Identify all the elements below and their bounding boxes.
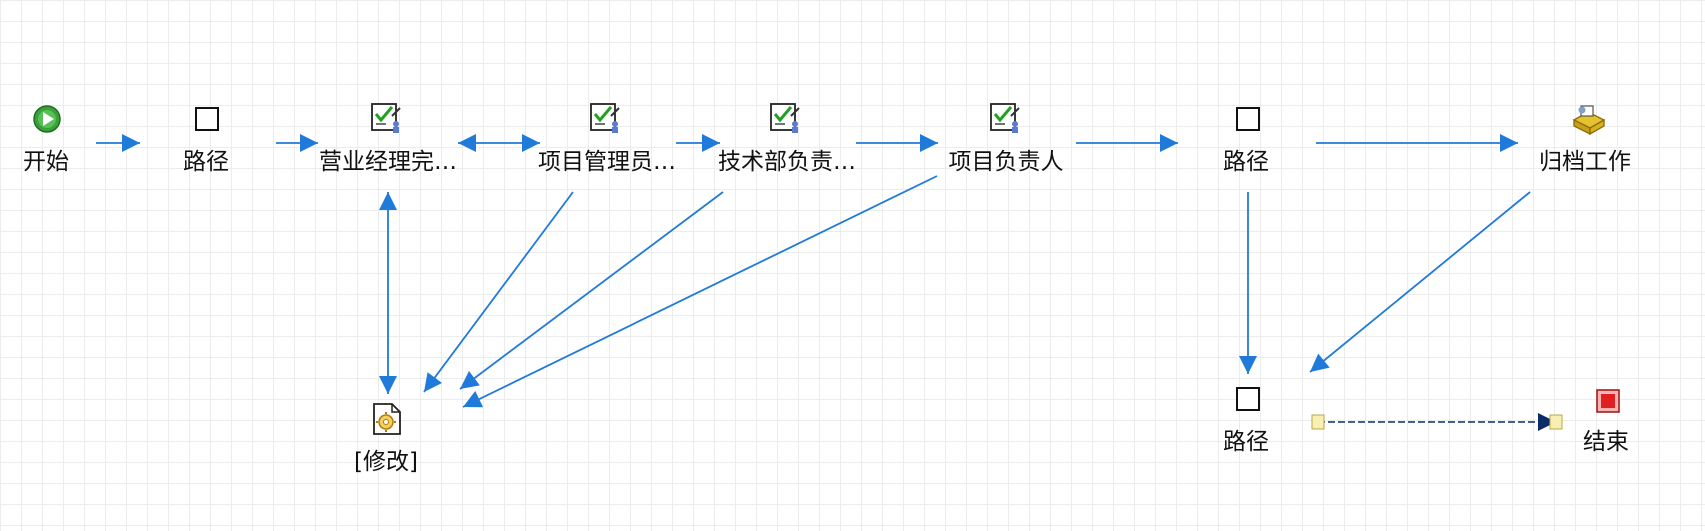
node-label-project-admin[interactable]: 项目管理员… (538, 149, 676, 175)
end-stop-icon[interactable] (1596, 389, 1620, 413)
task-check-icon[interactable] (990, 103, 1020, 133)
route-square-icon[interactable] (195, 107, 219, 131)
task-check-icon[interactable] (371, 103, 401, 133)
node-label-route2[interactable]: 路径 (1223, 149, 1269, 175)
node-label-modify[interactable]: [修改] (354, 449, 418, 475)
modify-gear-icon[interactable] (373, 403, 401, 435)
node-label-route1[interactable]: 路径 (183, 149, 229, 175)
node-label-start[interactable]: 开始 (23, 149, 69, 175)
task-check-icon[interactable] (590, 103, 620, 133)
edge-projectlead-modify[interactable] (462, 175, 938, 408)
node-label-sales-manager[interactable]: 营业经理完… (319, 149, 457, 175)
edge-handle-start[interactable] (1311, 414, 1325, 430)
edge-archive-route3[interactable] (1309, 191, 1531, 373)
archive-printer-icon[interactable] (1572, 105, 1606, 136)
edge-handle-end[interactable] (1549, 414, 1563, 430)
route-square-icon[interactable] (1236, 107, 1260, 131)
node-label-archive[interactable]: 归档工作 (1539, 149, 1631, 175)
edge-route3-end[interactable] (1311, 413, 1563, 431)
task-check-icon[interactable] (770, 103, 800, 133)
route-square-icon[interactable] (1236, 387, 1260, 411)
start-play-icon[interactable] (33, 105, 61, 133)
node-label-end[interactable]: 结束 (1583, 429, 1629, 455)
edge-projectadmin-modify[interactable] (423, 191, 574, 393)
node-label-route3[interactable]: 路径 (1223, 429, 1269, 455)
node-label-tech-head[interactable]: 技术部负责… (718, 149, 856, 175)
edge-tech-modify[interactable] (459, 191, 724, 390)
node-label-project-lead[interactable]: 项目负责人 (948, 149, 1064, 175)
